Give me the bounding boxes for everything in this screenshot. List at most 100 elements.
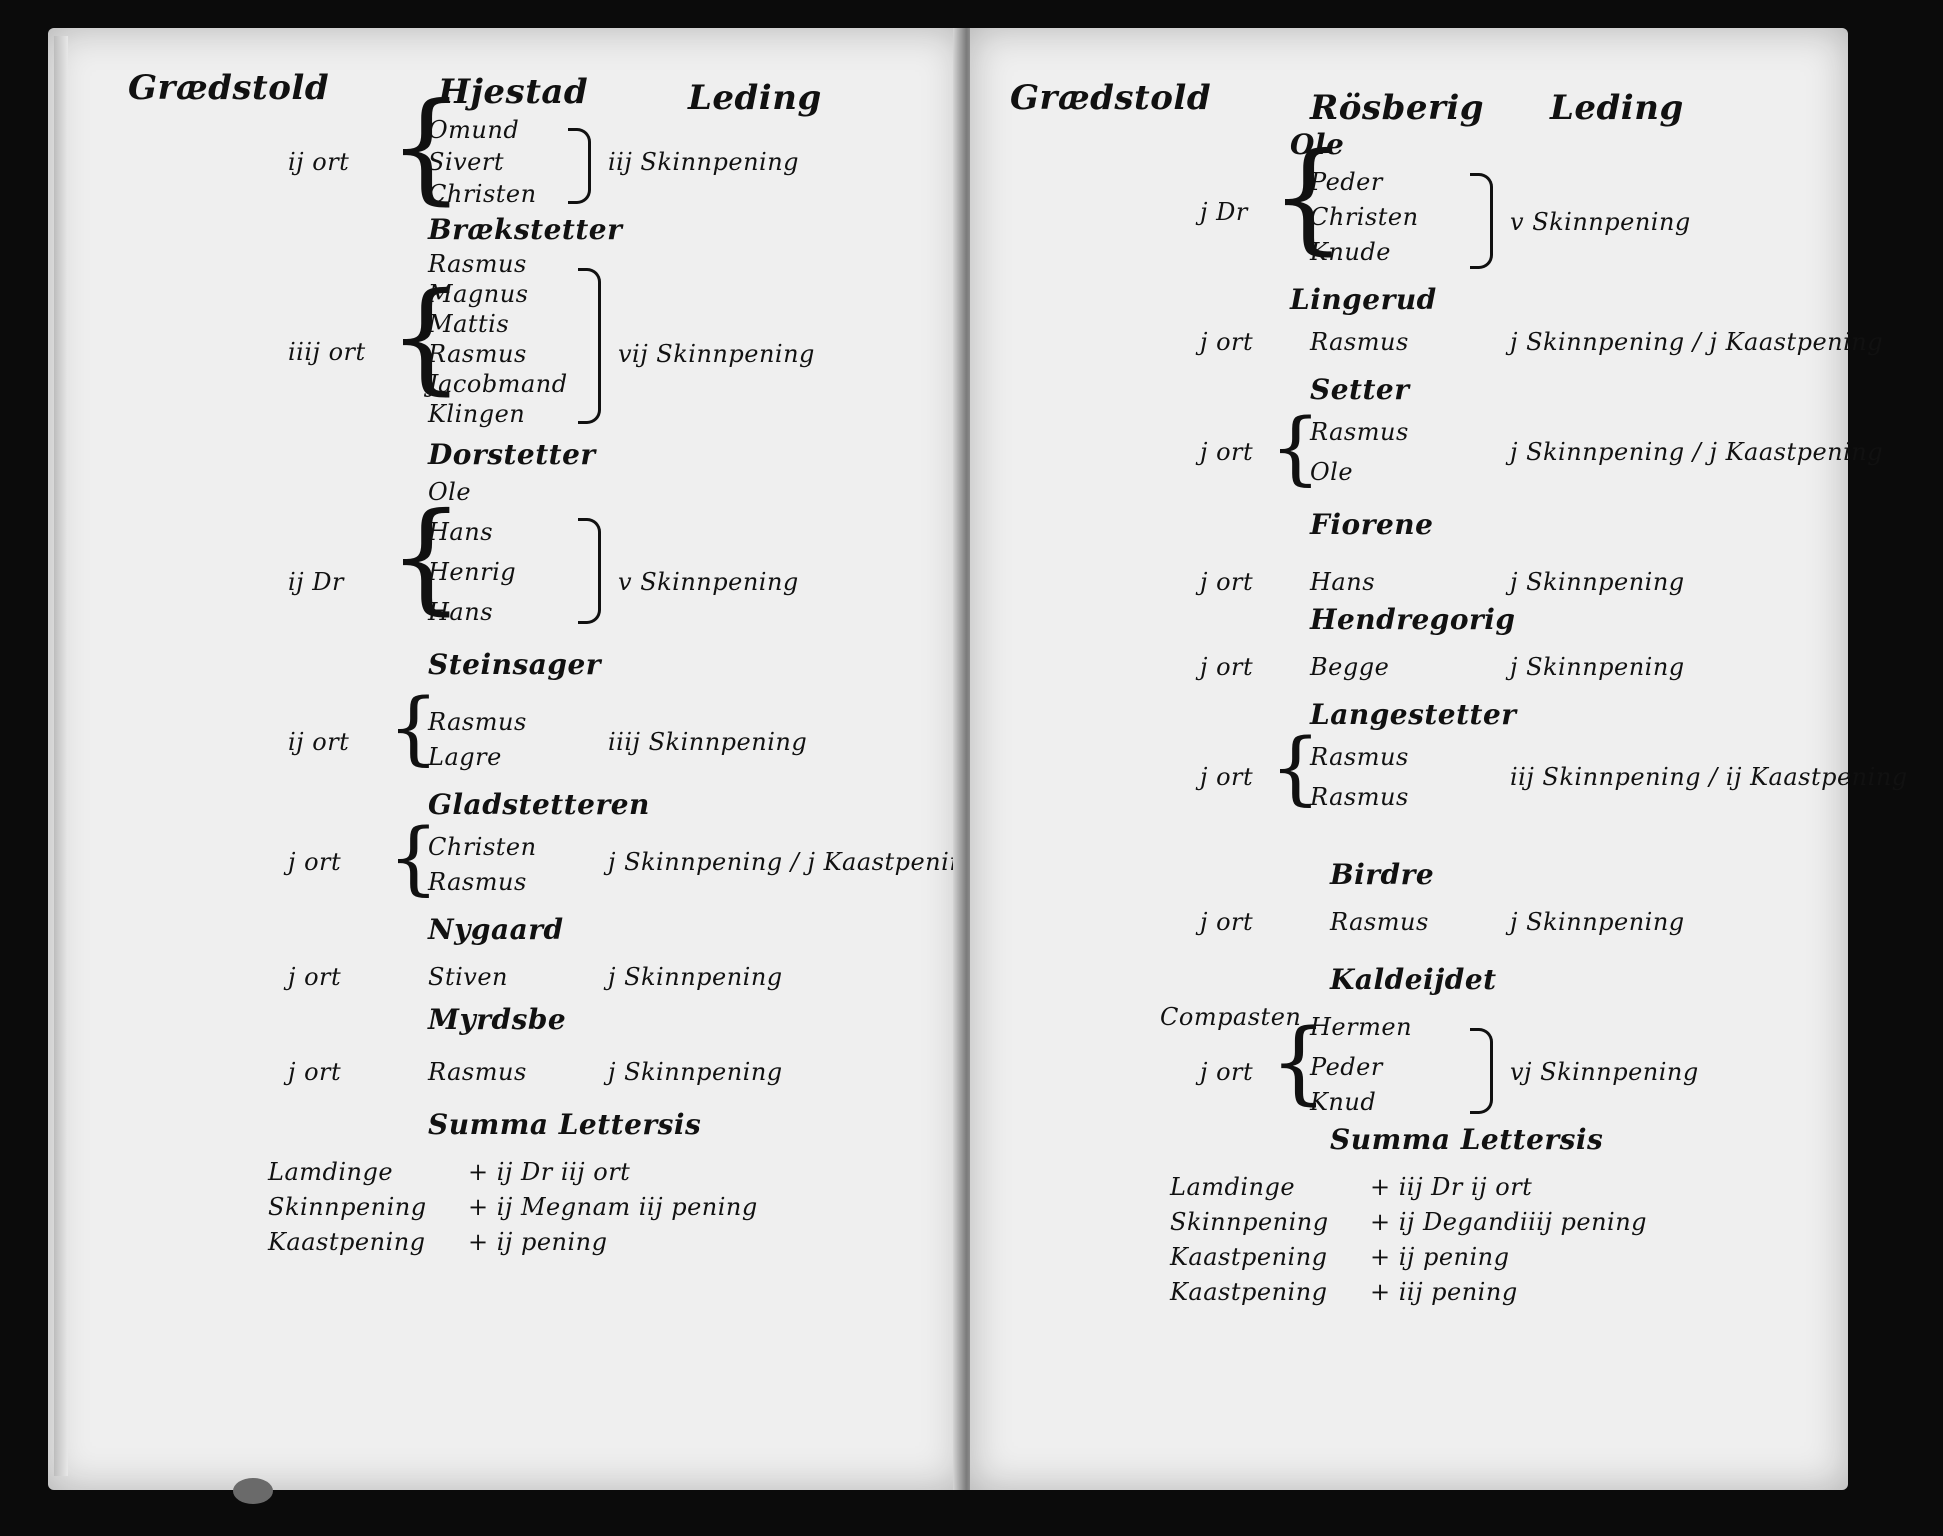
name: Rasmus xyxy=(428,250,527,278)
summary-value: + ij Dr iij ort xyxy=(468,1158,631,1186)
left-page: Grædstold Hjestad Leding ij ort { Omund … xyxy=(48,28,981,1504)
section-heading: Hendregorig xyxy=(1310,603,1516,636)
summary-label: Kaastpening xyxy=(268,1228,426,1256)
section-heading: Brækstetter xyxy=(428,213,623,246)
page-edge xyxy=(54,36,68,1476)
bracket xyxy=(578,518,601,624)
summary-value: + ij Degandiiij pening xyxy=(1370,1208,1648,1236)
payment: v Skinnpening xyxy=(618,568,799,596)
brace: { xyxy=(1270,721,1321,814)
name: Rasmus xyxy=(1310,743,1409,771)
summary-title: Summa Lettersis xyxy=(428,1108,702,1141)
bracket xyxy=(578,268,601,424)
amount: j ort xyxy=(288,963,342,991)
name: Rasmus xyxy=(428,868,527,896)
amount: iiij ort xyxy=(288,338,366,366)
parish-heading: Rösberig xyxy=(1310,88,1485,128)
amount: j ort xyxy=(1200,1058,1254,1086)
name: Hans xyxy=(428,518,494,546)
summary-value: + iij Dr ij ort xyxy=(1370,1173,1533,1201)
bracket xyxy=(1470,1028,1493,1114)
payment: j Skinnpening / j Kaastpening xyxy=(1510,328,1884,356)
section-heading: Ole xyxy=(1290,128,1345,161)
payment: j Skinnpening xyxy=(608,963,783,991)
payment: j Skinnpening xyxy=(1510,568,1685,596)
name: Rasmus xyxy=(1310,328,1409,356)
name: Peder xyxy=(1310,1053,1383,1081)
payment: j Skinnpening xyxy=(1510,908,1685,936)
bracket xyxy=(1470,173,1493,269)
amount: j ort xyxy=(1200,763,1254,791)
name: Hans xyxy=(1310,568,1376,596)
name: Sivert xyxy=(428,148,504,176)
name: Rasmus xyxy=(428,1058,527,1086)
payment: j Skinnpening xyxy=(608,1058,783,1086)
amount: j ort xyxy=(1200,328,1254,356)
section-heading: Langestetter xyxy=(1310,698,1517,731)
amount: j ort xyxy=(1200,568,1254,596)
name: Hermen xyxy=(1310,1013,1413,1041)
right-page: Grædstold Rösberig Leding Ole j Dr { Ped… xyxy=(970,28,1907,1490)
amount: ij ort xyxy=(288,728,350,756)
summary-label: Lamdinge xyxy=(268,1158,394,1186)
section-heading: Fiorene xyxy=(1310,508,1434,541)
payment: j Skinnpening xyxy=(1510,653,1685,681)
name: Knude xyxy=(1310,238,1391,266)
name: Begge xyxy=(1310,653,1390,681)
summary-value: + iij pening xyxy=(1370,1278,1518,1306)
location-heading: Grædstold xyxy=(128,68,330,108)
name: Christen xyxy=(428,833,537,861)
amount: j Dr xyxy=(1200,198,1248,226)
brace: { xyxy=(1270,401,1321,494)
payment: j Skinnpening / j Kaastpening xyxy=(1510,438,1884,466)
payment: iij Skinnpening xyxy=(608,148,800,176)
name: Jacobmand xyxy=(428,370,568,398)
amount: ij Dr xyxy=(288,568,344,596)
name: Mattis xyxy=(428,310,510,338)
payment: iiij Skinnpening xyxy=(608,728,808,756)
name: Lagre xyxy=(428,743,502,771)
name: Klingen xyxy=(428,400,526,428)
name: Peder xyxy=(1310,168,1383,196)
payment: vj Skinnpening xyxy=(1510,1058,1699,1086)
summary-value: + ij Megnam iij pening xyxy=(468,1193,758,1221)
brace: { xyxy=(388,488,465,627)
name: Knud xyxy=(1310,1088,1377,1116)
name: Ole xyxy=(428,478,472,506)
name: Omund xyxy=(428,116,520,144)
payment: vij Skinnpening xyxy=(618,340,815,368)
location-heading: Grædstold xyxy=(1010,78,1212,118)
note: Compasten xyxy=(1160,1003,1302,1031)
payment: v Skinnpening xyxy=(1510,208,1691,236)
section-heading: Birdre xyxy=(1330,858,1435,891)
amount: j ort xyxy=(1200,908,1254,936)
summary-label: Skinnpening xyxy=(268,1193,427,1221)
payment: j Skinnpening / j Kaastpening xyxy=(608,848,982,876)
brace: { xyxy=(388,681,439,774)
section-heading: Kaldeijdet xyxy=(1330,963,1497,996)
summary-label: Kaastpening xyxy=(1170,1278,1328,1306)
summary-label: Lamdinge xyxy=(1170,1173,1296,1201)
payment: iij Skinnpening / ij Kaastpening xyxy=(1510,763,1908,791)
name: Rasmus xyxy=(1330,908,1429,936)
summary-value: + ij pening xyxy=(468,1228,608,1256)
section-heading: Nygaard xyxy=(428,913,564,946)
summary-label: Kaastpening xyxy=(1170,1243,1328,1271)
column-heading: Leding xyxy=(1550,88,1684,128)
section-heading: Setter xyxy=(1310,373,1410,406)
name: Christen xyxy=(428,180,537,208)
name: Rasmus xyxy=(428,708,527,736)
brace: { xyxy=(388,811,439,904)
brace: { xyxy=(1270,1010,1328,1115)
amount: j ort xyxy=(288,1058,342,1086)
name: Christen xyxy=(1310,203,1419,231)
name: Ole xyxy=(1310,458,1354,486)
name: Rasmus xyxy=(428,340,527,368)
summary-title: Summa Lettersis xyxy=(1330,1123,1604,1156)
summary-value: + ij pening xyxy=(1370,1243,1510,1271)
amount: j ort xyxy=(288,848,342,876)
open-ledger-book: Grædstold Hjestad Leding ij ort { Omund … xyxy=(48,28,1907,1508)
name: Rasmus xyxy=(1310,783,1409,811)
name: Stiven xyxy=(428,963,508,991)
amount: j ort xyxy=(1200,653,1254,681)
